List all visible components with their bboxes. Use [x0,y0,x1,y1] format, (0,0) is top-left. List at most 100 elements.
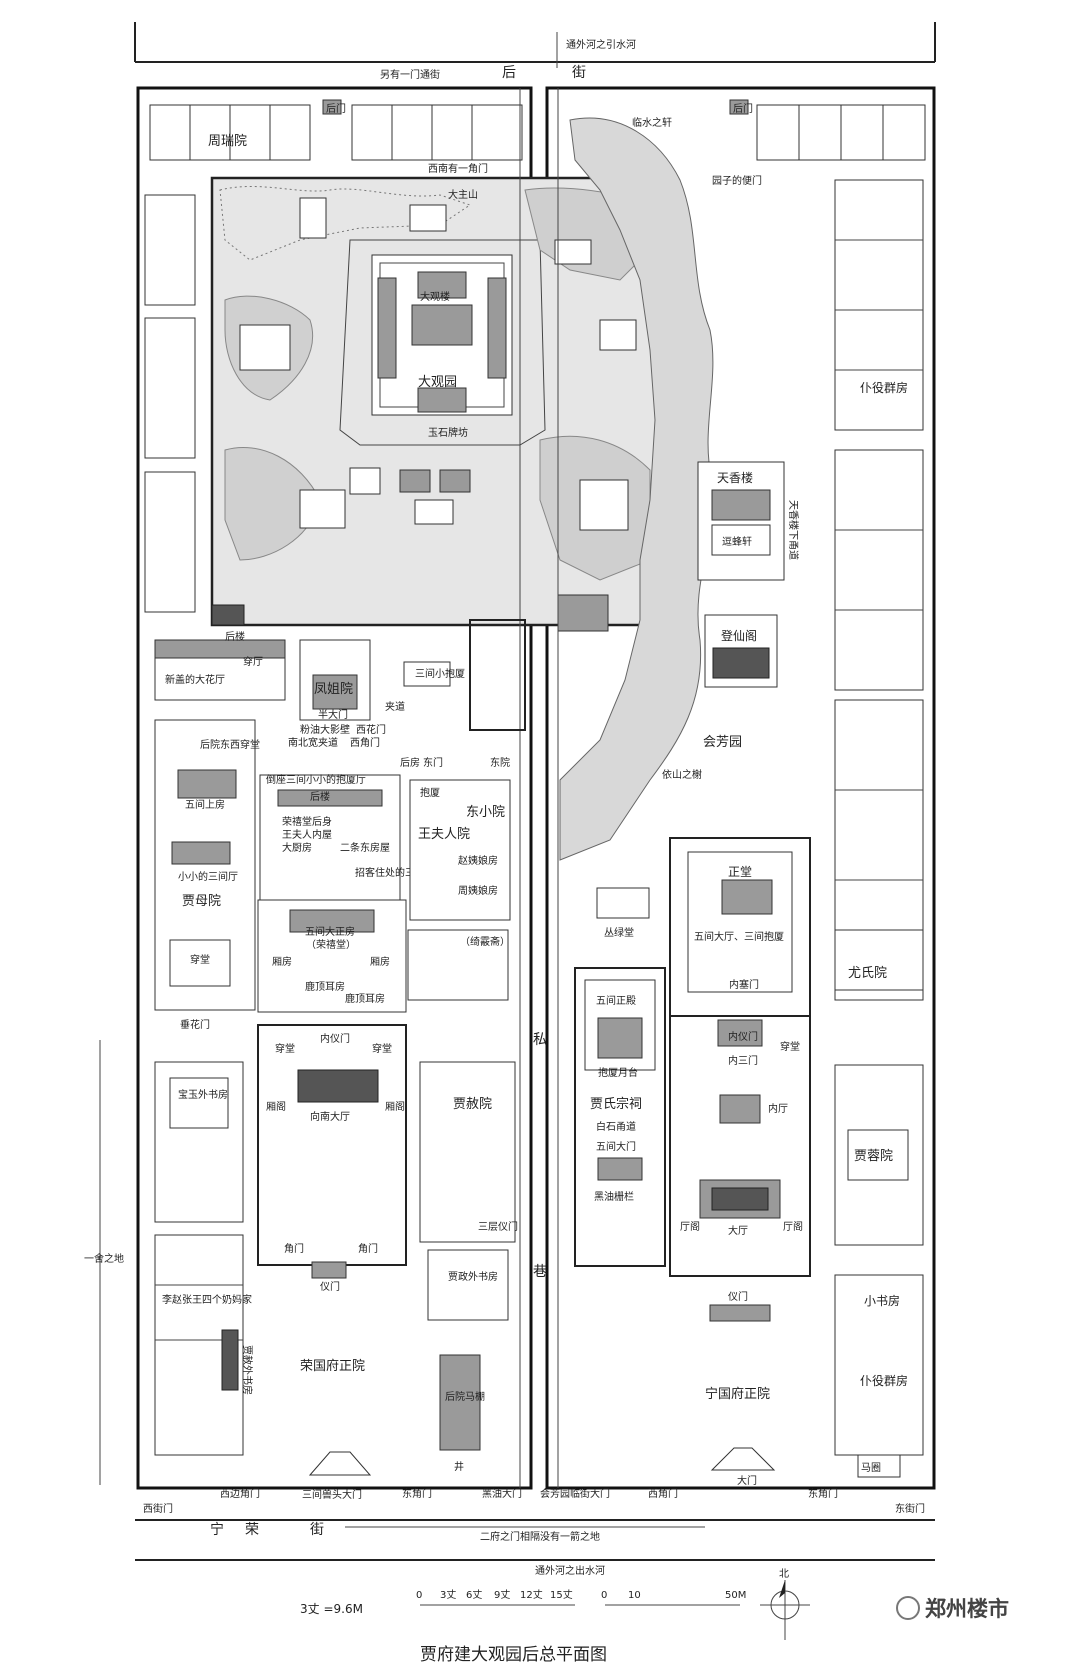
river-out-label: 通外河之出水河 [535,1564,605,1577]
you-compound: 尤氏院 贾蓉院 小书房 仆役群房 马圈 [834,699,924,1478]
ningguo-compound: 正堂 五间大厅、三间抱厦 内塞门 内仪门 内三门 穿堂 内厅 大厅 厅阁 厅阁 … [648,837,838,1500]
scale-bar-zhang: 0 3丈 6丈 9丈 12丈 15丈 [416,1589,575,1606]
wing-room-right-label: 厢房 [370,955,390,968]
jiashe-compound-label: 贾赦院 [453,1096,492,1112]
dongxiao-compound-label: 东小院 [466,805,505,820]
stable-label: 马圈 [861,1462,881,1474]
ancestral-hall: 五间正殿 抱厦月台 贾氏宗祠 白石甬道 五间大门 黑油栅栏 丛绿堂 [574,887,666,1267]
scale-m-0: 0 [601,1590,607,1601]
three-bay-porch-label: 三间小抱厦 [415,667,465,680]
top-row-houses-left: 周瑞院 后门 西南有一角门 [149,99,523,175]
another-gate-label: 另有一门通街 [380,68,440,81]
rongxitang-compound: 五间大正房 （荣禧堂） 厢房 厢房 鹿顶耳房 鹿顶耳房 （绮霰斋） [257,899,510,1013]
tianxianglou-group: 天香楼 逗蜂轩 登仙阁 天香楼下甬道 [697,461,800,688]
scale-zhang-4: 12丈 [520,1589,543,1601]
ningrong-street: 宁 荣 街 西街门 东街门 二府之门相隔没有一箭之地 通外河之出水河 一舍之地 [84,1040,935,1577]
big-kitchen-label: 大厨房 [282,841,312,854]
fengjie-compound: 新盖的大花厅 穿厅 后楼 凤姐院 半大门 粉油大影壁 南北宽夹道 西角门 西花门… [154,619,526,769]
grand-hall-label: 大厅 [728,1224,748,1237]
daguanyuan-label: 大观园 [418,375,457,390]
scale-zhang-1: 3丈 [440,1589,456,1601]
east-small-room-label: 抱厦 [420,786,440,799]
jiamu-compound: 五间上房 后院 东西穿堂 小小的三间厅 贾母院 穿堂 垂花门 [154,719,260,1031]
watermark: 郑州楼市 [896,1596,1009,1621]
zhao-concubine-label: 赵姨娘房 [458,854,498,867]
inner-screen-gate-label: 内塞门 [729,978,759,991]
small-study-label: 小书房 [864,1293,900,1308]
hillside-pavilion-label: 依山之榭 [662,768,702,781]
side-pavilion-left-label: 厅阁 [680,1220,700,1233]
deer-top-room-left-label: 鹿顶耳房 [305,980,345,993]
jiamu-compound-label: 贾母院 [182,894,221,909]
corner-gate-left-label: 角门 [284,1242,304,1255]
rear-stable-label: 后院马棚 [445,1390,485,1403]
wing-room-left-label: 厢房 [272,955,292,968]
ningguo-main-gate-label: 大门 [737,1474,757,1487]
main-shrine-hall-label: 五间正殿 [596,994,636,1007]
street-label-3: 街 [310,1522,324,1538]
east-west-corridor-label: 东西穿堂 [220,738,260,751]
jade-archway-label: 玉石牌坊 [428,426,468,439]
scale-bar-meters: 0 10 50M [601,1590,746,1606]
east-corner-gate-left-label: 东角门 [402,1487,432,1500]
map-legend: 3丈 =9.6M 0 3丈 6丈 9丈 12丈 15丈 0 10 50M 北 贾… [300,1568,1009,1665]
fengjie-compound-label: 凤姐院 [314,682,353,697]
tianxianglou-label: 天香楼 [717,470,753,485]
north-arrow: 北 [760,1568,810,1640]
four-nurses-label: 李赵张王四个奶妈家 [162,1293,252,1306]
corner-gate-label: 西南有一角门 [428,162,488,175]
ancestral-hall-label: 贾氏宗祠 [590,1096,642,1112]
screen-wall-label: 粉油大影壁 [300,723,350,736]
new-flower-hall-label: 新盖的大花厅 [165,673,225,686]
scale-m-1: 10 [628,1590,641,1601]
north-label: 北 [779,1568,789,1580]
black-lacquer-gate-label: 黑油大门 [482,1487,522,1500]
rongguo-inner-gate-label: 内仪门 [320,1032,350,1045]
east-street-gate-label: 东街门 [895,1502,925,1515]
ningguo-west-corner-gate-label: 西角门 [648,1487,678,1500]
servant-houses-bottom-label: 仆役群房 [860,1373,908,1388]
side-pavilion-2-right-label: 厢阁 [385,1100,405,1113]
back-street-area: 通外河之引水河 后 街 另有一门通街 [134,22,936,81]
rongguo-ceremonial: 内仪门 穿堂 穿堂 向南大厅 厢阁 厢阁 角门 角门 仪门 荣国府正院 三间兽头… [220,1024,610,1501]
scale-zhang-5: 15丈 [550,1589,573,1601]
main-hall-label: 正堂 [728,865,752,879]
river-in-label: 通外河之引水河 [566,38,636,51]
lane-label-2: 巷 [533,1264,547,1280]
right-side-houses: 仆役群房 [834,179,924,691]
corridor-2-left-label: 穿堂 [275,1042,295,1055]
jiazheng-outer-study-label: 贾赦外书房 [241,1345,254,1395]
rongguo-main-compound-label: 荣国府正院 [300,1359,365,1374]
beast-head-gate-label: 三间兽头大门 [302,1488,362,1501]
black-lacquer-fence-label: 黑油栅栏 [594,1190,634,1203]
south-facing-hall-label: 向南大厅 [310,1110,350,1123]
inner-hall-label: 内厅 [768,1102,788,1115]
wangfuren-inner-room-label: 王夫人内屋 [282,828,332,841]
jiarong-compound-label: 贾蓉院 [854,1149,893,1164]
festoon-gate-label: 垂花门 [180,1018,210,1031]
ningguo-outer-wall [545,86,936,1490]
rear-room-label: 后房 [400,756,420,769]
half-gate-label: 半大门 [318,708,348,721]
ningguo-ceremonial-gate-label: 仪门 [728,1290,748,1303]
outer-walls [136,86,936,1490]
side-pavilion-right-label: 厅阁 [783,1220,803,1233]
rongguo-outer-wall [136,86,533,1490]
rear-tower-label: 后楼 [225,630,245,643]
jiashe-compound: 贾赦院 三层仪门 贾政外书房 后院马棚 井 [419,1061,518,1473]
jiashe-outer-study-label: 贾政外书房 [448,1270,498,1283]
rear-tower-2-label: 后楼 [310,790,330,803]
zhourui-compound-label: 周瑞院 [208,134,247,149]
side-pavilion-2-left-label: 厢阁 [266,1100,286,1113]
waterside-pavilion-label: 临水之轩 [632,116,672,129]
ningguo-east-corner-gate-label: 东角门 [808,1487,838,1500]
hall-spec-label: 五间大厅、三间抱厦 [694,930,784,943]
passage-label: 夹道 [385,700,405,713]
rear-courtyard-label: 后院 [200,738,220,751]
you-compound-label: 尤氏院 [848,966,887,981]
street-label-2: 荣 [245,1522,259,1538]
five-bay-gate-label: 五间大门 [596,1140,636,1153]
west-rongguo-side: 宝玉外书房 李赵张王四个奶妈家 贾赦外书房 [154,1061,254,1456]
white-stone-path-label: 白石甬道 [596,1120,636,1133]
scale-zhang-3: 9丈 [494,1589,510,1601]
